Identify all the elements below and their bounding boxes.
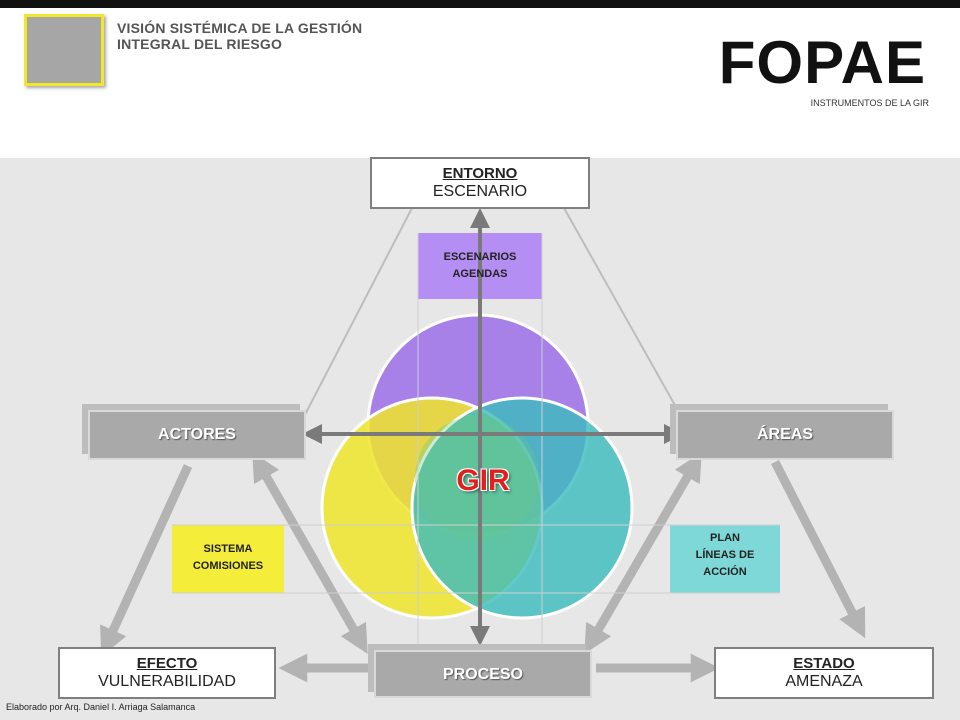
entorno-box: ENTORNO ESCENARIO xyxy=(370,157,590,209)
arrow-areas-estado xyxy=(770,459,866,639)
escenarios-line1: ESCENARIOS xyxy=(443,251,517,263)
connector-line xyxy=(295,207,413,433)
efecto-title: EFECTO xyxy=(136,655,198,672)
escenarios-line2: AGENDAS xyxy=(452,268,508,280)
gir-center-label: GIR xyxy=(456,464,510,497)
escenarios-label: ESCENARIOS AGENDAS xyxy=(418,249,542,283)
plan-line1: PLAN xyxy=(710,532,740,544)
connector-line xyxy=(563,207,691,433)
brand-logo: FOPAE xyxy=(718,29,926,96)
credit-text: Elaborado por Arq. Daniel I. Arriaga Sal… xyxy=(6,702,196,712)
sistema-box xyxy=(172,525,284,593)
top-bar xyxy=(0,0,960,8)
efecto-subtitle: VULNERABILIDAD xyxy=(98,673,236,690)
estado-title: ESTADO xyxy=(793,655,855,672)
page-title: VISIÓN SISTÉMICA DE LA GESTIÓN INTEGRAL … xyxy=(117,20,363,52)
efecto-box: EFECTO VULNERABILIDAD xyxy=(58,647,276,699)
actores-label: ACTORES xyxy=(158,426,236,443)
venn-circle-teal xyxy=(410,396,634,620)
arrow-proceso-actores xyxy=(252,451,368,655)
plan-line3: ACCIÓN xyxy=(703,566,747,578)
logo-square xyxy=(24,14,104,86)
estado-box: ESTADO AMENAZA xyxy=(714,647,934,699)
plan-line2: LÍNEAS DE xyxy=(695,549,755,561)
entorno-title: ENTORNO xyxy=(442,165,518,182)
plan-label: PLAN LÍNEAS DE ACCIÓN xyxy=(670,530,780,581)
plan-box xyxy=(670,525,780,593)
estado-subtitle: AMENAZA xyxy=(785,673,863,690)
proceso-box: PROCESO xyxy=(374,650,592,698)
sistema-line1: SISTEMA xyxy=(203,543,253,555)
sistema-line2: COMISIONES xyxy=(192,560,264,572)
sistema-label: SISTEMA COMISIONES xyxy=(172,541,284,575)
areas-label: ÁREAS xyxy=(756,426,813,443)
proceso-label: PROCESO xyxy=(442,666,523,683)
areas-box: ÁREAS xyxy=(676,410,894,460)
brand-subtitle: INSTRUMENTOS DE LA GIR xyxy=(810,98,929,108)
arrow-actores-efecto xyxy=(100,464,193,657)
entorno-subtitle: ESCENARIO xyxy=(432,183,528,200)
arrow-proceso-areas xyxy=(584,452,702,654)
header xyxy=(0,8,960,158)
actores-box: ACTORES xyxy=(88,410,306,460)
